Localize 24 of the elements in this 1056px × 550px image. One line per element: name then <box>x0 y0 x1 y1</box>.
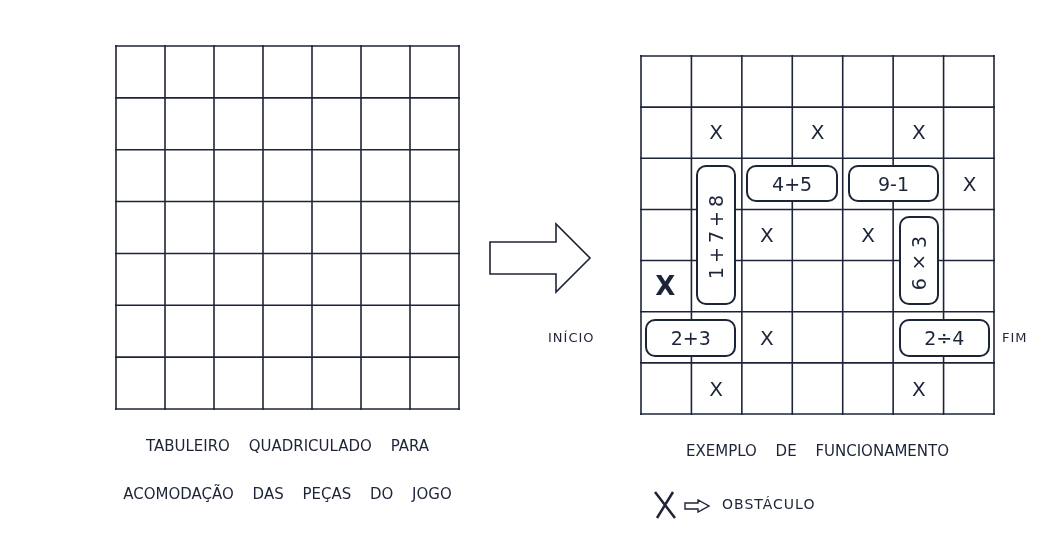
number-tile: 2+3 <box>645 319 737 357</box>
number-tile: 1+7+8 <box>695 164 737 306</box>
position-label: INÍCIO <box>548 330 595 345</box>
number-tile: 2÷4 <box>898 319 990 357</box>
number-tile: 4+5 <box>746 164 838 203</box>
obstacle-mark: X <box>911 377 927 402</box>
obstacle-mark: X <box>758 325 775 350</box>
obstacle-mark: X <box>860 223 877 247</box>
position-label: FIM <box>1002 330 1028 345</box>
obstacle-mark: X <box>708 377 724 402</box>
grid-board <box>640 55 995 415</box>
number-tile: 9-1 <box>847 164 940 203</box>
obstacle-mark: X <box>708 120 724 145</box>
obstacle-mark: X <box>654 274 677 299</box>
grid-board <box>115 45 460 410</box>
hollow-arrow <box>489 222 592 294</box>
board-caption: TABULEIRO QUADRICULADO PARA ACOMODAÇÃO DAS PEÇAS DO JOGO <box>122 436 453 505</box>
obstacle-mark: X <box>961 171 978 196</box>
obstacle-mark: X <box>758 223 775 247</box>
obstacle-mark: X <box>809 120 826 145</box>
obstacle-mark: X <box>911 120 927 145</box>
number-tile: 6×3 <box>898 216 940 306</box>
legend-text: OBSTÁCULO <box>722 496 816 512</box>
board-caption: EXEMPLO DE FUNCIONAMENTO <box>684 441 950 462</box>
